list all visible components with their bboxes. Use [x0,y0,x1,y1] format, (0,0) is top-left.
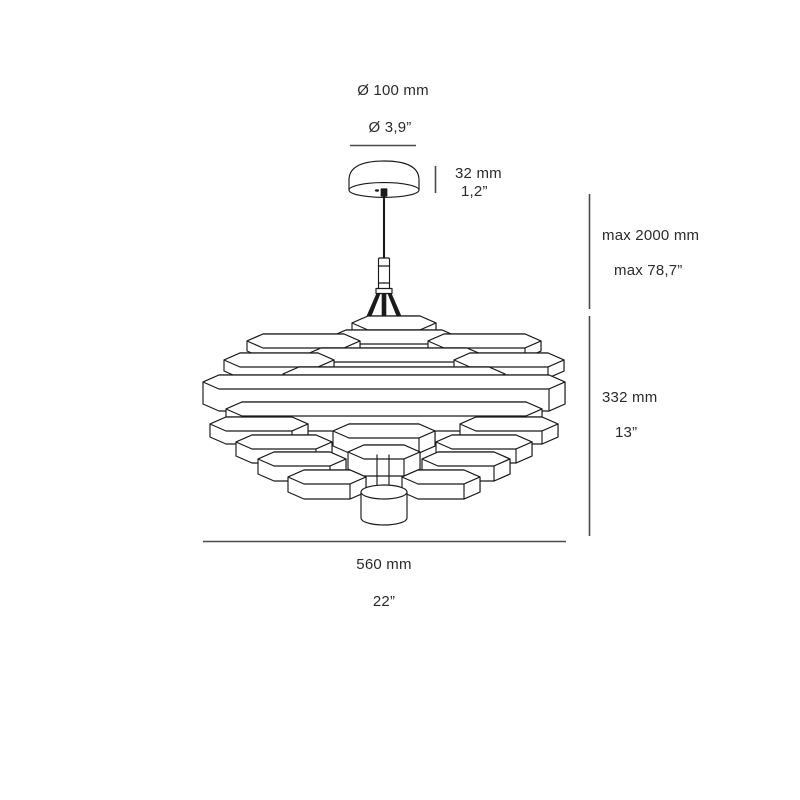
dimension-lines [203,144,591,543]
canopy-diameter-mm-label: Ø 100 mm [357,82,429,99]
louvre-blade-5 [223,352,565,379]
canopy-screw [374,189,380,192]
shade-height-mm-label: 332 mm [602,389,658,406]
bottom-diffuser-cylinder [360,484,408,526]
canopy-height-mm-label: 32 mm [455,165,502,182]
lamp-drawing [202,160,566,526]
louvre-blade-12 [347,444,421,477]
canopy-diameter-inch-label: Ø 3,9” [368,119,412,136]
shade-width-mm-label: 560 mm [356,556,412,573]
tripod-hub [375,287,393,295]
max-drop-mm-label: max 2000 mm [602,227,700,244]
cable-connector [377,257,391,292]
louvre-blade-14 [287,469,481,500]
max-drop-inch-label: max 78,7” [614,262,683,279]
louvre-blade-10 [332,423,436,454]
canopy-height-inch-label: 1,2” [461,183,488,200]
shade-height-inch-label: 13” [615,424,638,441]
shade-width-inch-label: 22” [372,593,396,610]
louvre-blade-13 [257,451,511,482]
ceiling-canopy [348,160,420,198]
